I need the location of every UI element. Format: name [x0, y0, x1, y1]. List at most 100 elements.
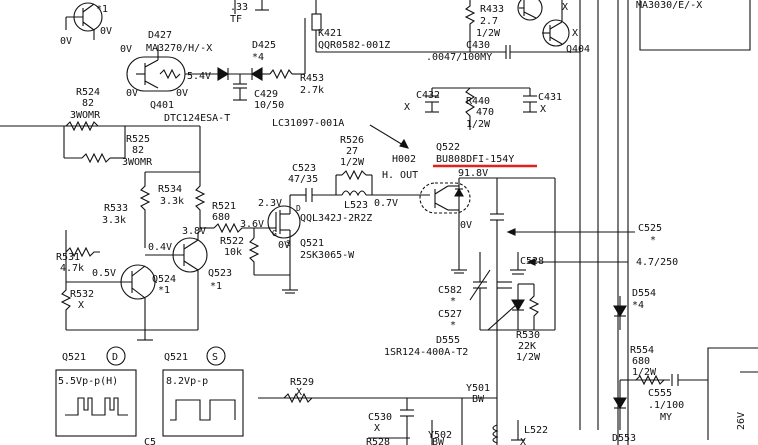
label-k421-part: QQR0582-001Z [318, 40, 390, 51]
label-q524-star: *1 [158, 285, 170, 296]
label-k421: K421 [318, 28, 342, 39]
label-c527-star: * [450, 320, 456, 331]
label-tf: TF [230, 14, 242, 25]
label-c528-val: 4.7/250 [636, 257, 678, 268]
label-r531-val: 4.7k [60, 263, 84, 274]
label-d425-star: *4 [252, 52, 264, 63]
label-q524: Q524 [152, 274, 176, 285]
label-v07: 0.7V [374, 198, 398, 209]
label-q521-part: 2SK3065-W [300, 250, 355, 261]
label-x-tr1: X [562, 2, 568, 13]
label-c523: C523 [292, 163, 316, 174]
label-r433-w: 1/2W [476, 28, 501, 39]
label-r440: R440 [466, 96, 490, 107]
label-tr-top-0v-b: 0V [100, 26, 112, 37]
label-r440-w: 1/2W [466, 119, 491, 130]
label-h002: H002 [392, 154, 416, 165]
label-v05: 0.5V [92, 268, 116, 279]
label-r529-x: X [296, 387, 302, 398]
label-v36: 3.6V [240, 219, 264, 230]
label-l522: L522 [524, 425, 548, 436]
label-wave-s: S [212, 352, 218, 363]
label-r522: R522 [220, 236, 244, 247]
label-ma3270: MA3270/H/-X [146, 43, 212, 54]
label-r453: R453 [300, 73, 324, 84]
label-c430: C430 [466, 40, 490, 51]
label-r533-val: 3.3k [102, 215, 126, 226]
waveform-boxes [55, 346, 244, 437]
label-r522-val: 10k [224, 247, 242, 258]
label-hout: H. OUT [382, 170, 418, 181]
label-r521-val: 680 [212, 212, 230, 223]
label-r524-w: 3WOMR [70, 110, 101, 121]
label-y502: Y502 [428, 430, 452, 441]
label-ov-q521: 0V [278, 240, 290, 251]
label-c432: C432 [416, 90, 440, 101]
label-r554-val: 680 [632, 356, 650, 367]
label-q401: Q401 [150, 100, 174, 111]
label-r532-x: X [78, 300, 84, 311]
label-ma3030: MA3030/E/-X [636, 0, 702, 11]
label-x-tr2: X [572, 28, 578, 39]
label-dtc124: DTC124ESA-T [164, 113, 230, 124]
label-d-pin: D [296, 204, 301, 213]
label-d554: D554 [632, 288, 656, 299]
label-wave-s-val: 8.2Vp-p [166, 376, 208, 387]
label-r525: R525 [126, 134, 150, 145]
waveform-box-drain [55, 369, 137, 437]
label-tr-top-star: *1 [96, 4, 108, 15]
label-r433-val: 2.7 [480, 16, 498, 27]
label-c582: C582 [438, 285, 462, 296]
label-lc31097: LC31097-001A [272, 118, 344, 129]
label-r534-val: 3.3k [160, 196, 184, 207]
label-v04: 0.4V [148, 242, 172, 253]
label-r530-w: 1/2W [516, 352, 541, 363]
label-v38: 3.8V [182, 226, 206, 237]
label-r529: R529 [290, 377, 314, 388]
label-tr-top-0v-a: 0V [60, 36, 72, 47]
label-g-pin: G [272, 229, 277, 238]
label-c530-x: X [374, 423, 380, 434]
label-y501: Y501 [466, 383, 490, 394]
label-c527: C527 [438, 309, 462, 320]
label-r532: R532 [70, 289, 94, 300]
label-r554: R554 [630, 345, 654, 356]
label-c431-x: X [540, 104, 546, 115]
label-r533: R533 [104, 203, 128, 214]
label-c429-val: 10/50 [254, 100, 284, 111]
label-d427: D427 [148, 30, 172, 41]
label-r534: R534 [158, 184, 182, 195]
component-labels: *1 0V 0V D427 MA3270/H/-X .33 TF D425 *4… [56, 0, 747, 445]
label-wave-d: D [112, 352, 118, 363]
label-c530: C530 [368, 412, 392, 423]
label-r521: R521 [212, 201, 236, 212]
label-r526: R526 [340, 135, 364, 146]
label-d554-star: *4 [632, 300, 644, 311]
label-q401-0v-a: 0V [120, 44, 132, 55]
label-v54: 5.4V [187, 71, 211, 82]
label-l522-x: X [520, 437, 526, 445]
label-q404: Q404 [566, 44, 590, 55]
label-r526-w: 1/2W [340, 157, 365, 168]
label-c429: C429 [254, 89, 278, 100]
label-d555-part: 1SR124-400A-T2 [384, 347, 468, 358]
label-q522: Q522 [436, 142, 460, 153]
label-r440-val: 470 [476, 107, 494, 118]
label-c582-star: * [450, 296, 456, 307]
waveform-box-source [162, 369, 244, 437]
label-c555-my: MY [660, 412, 672, 423]
label-r525-w: 3WOMR [122, 157, 153, 168]
label-v918: 91.8V [458, 168, 488, 179]
label-l523: L523 [344, 200, 368, 211]
label-v26: 26V [736, 412, 747, 430]
label-qql342: QQL342J-2R2Z [300, 213, 372, 224]
label-q523: Q523 [208, 268, 232, 279]
label-r528: R528 [366, 437, 390, 445]
label-c555: C555 [648, 388, 672, 399]
label-r453-val: 2.7k [300, 85, 324, 96]
label-c528: C528 [520, 256, 544, 267]
label-c525: C525 [638, 223, 662, 234]
label-r554-w: 1/2W [632, 367, 657, 378]
label-q521: Q521 [300, 238, 324, 249]
